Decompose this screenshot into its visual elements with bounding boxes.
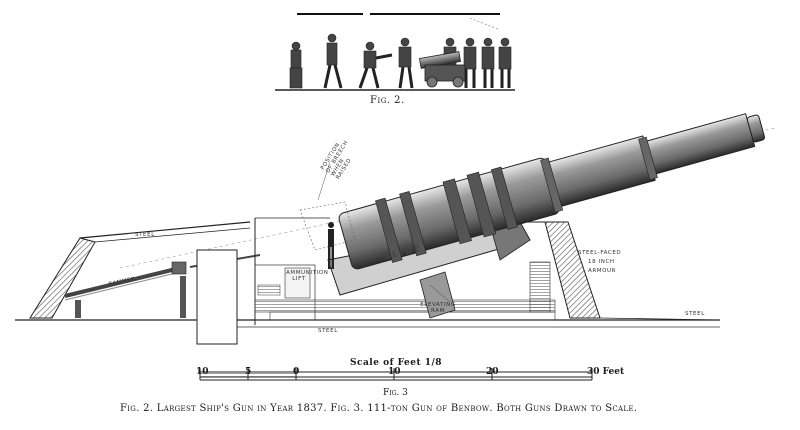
label-steel-bottom: STEEL <box>318 328 338 334</box>
scale-tick: 20 <box>486 367 499 377</box>
left-armour <box>29 221 251 319</box>
fig2-caption: Fig. 2. <box>370 95 405 106</box>
scale-tick: 10 <box>196 367 209 377</box>
fig3-illustration <box>15 113 776 381</box>
scale-bar <box>199 368 593 381</box>
fig2-illustration <box>275 13 515 91</box>
label-elevating-ram: ELEVATING RAM <box>420 302 456 314</box>
fig3-caption: Fig. 3 <box>383 388 408 398</box>
scale-tick: 10 <box>388 367 401 377</box>
label-armour-thickness: 18 INCH <box>588 259 615 265</box>
scale-tick: 5 <box>245 367 252 377</box>
plate-caption: Fig. 2. Largest Ship's Gun in Year 1837.… <box>120 403 638 414</box>
label-steel-right: STEEL <box>685 311 705 317</box>
standing-man <box>328 222 334 269</box>
elevating-ram <box>419 271 456 319</box>
label-steel-left: STEEL <box>135 232 155 238</box>
label-ammunition-lift: AMMUNITION LIFT <box>286 270 329 282</box>
scale-tick: 30 Feet <box>587 367 625 377</box>
scale-tick: 0 <box>293 367 300 377</box>
scale-title: Scale of Feet 1/8 <box>350 358 443 368</box>
label-steel-faced: STEEL-FACED <box>578 250 622 256</box>
gun-barrel <box>338 113 766 270</box>
turret-structure <box>254 217 556 325</box>
label-armour: ARMOUR <box>588 268 617 274</box>
